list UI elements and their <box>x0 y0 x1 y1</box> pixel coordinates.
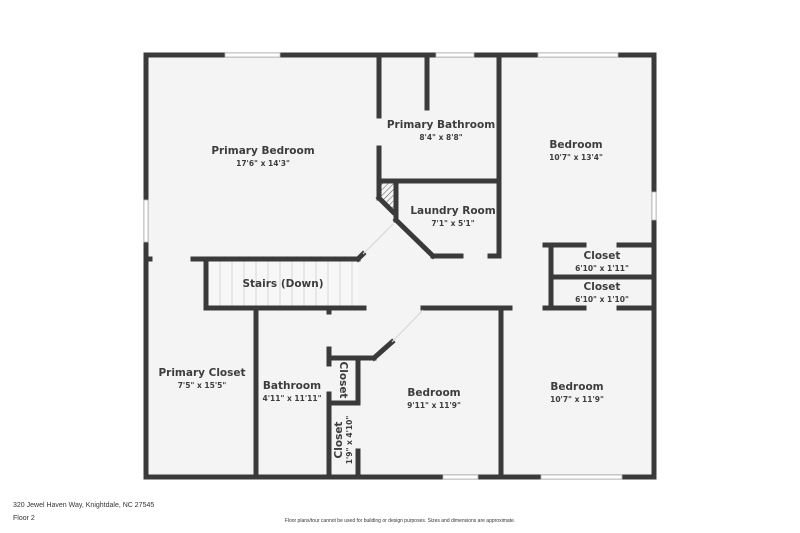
svg-text:Closet: Closet <box>584 281 621 293</box>
svg-text:8'4" x 8'8": 8'4" x 8'8" <box>419 133 462 142</box>
stairs <box>208 260 358 306</box>
hatched-area <box>380 182 396 212</box>
svg-text:10'7" x 11'9": 10'7" x 11'9" <box>550 395 604 404</box>
room-closet-bottom: Closet 6'10" x 1'10" <box>575 281 629 304</box>
disclaimer: Floor plans/tour cannot be used for buil… <box>284 518 516 524</box>
svg-text:Bedroom: Bedroom <box>550 381 603 393</box>
svg-text:Laundry Room: Laundry Room <box>410 205 495 217</box>
svg-text:Stairs (Down): Stairs (Down) <box>242 278 323 290</box>
svg-text:17'6" x 14'3": 17'6" x 14'3" <box>236 159 290 168</box>
room-laundry: Laundry Room 7'1" x 5'1" <box>410 205 495 228</box>
svg-text:7'1" x 5'1": 7'1" x 5'1" <box>431 219 474 228</box>
room-bedroom-se: Bedroom 10'7" x 11'9" <box>550 381 604 404</box>
room-closet-top: Closet 6'10" x 1'11" <box>575 250 629 273</box>
room-primary-bedroom: Primary Bedroom 17'6" x 14'3" <box>211 145 314 168</box>
room-bathroom: Bathroom 4'11" x 11'11" <box>263 380 322 403</box>
svg-text:9'11" x 11'9": 9'11" x 11'9" <box>407 401 461 410</box>
door-openings <box>362 223 424 343</box>
room-bedroom-mid: Bedroom 9'11" x 11'9" <box>407 387 461 410</box>
svg-text:Closet: Closet <box>333 422 345 459</box>
svg-text:6'10" x 1'10": 6'10" x 1'10" <box>575 295 629 304</box>
svg-text:Bathroom: Bathroom <box>263 380 321 392</box>
room-stairs: Stairs (Down) <box>242 278 323 290</box>
floor-label: Floor 2 <box>13 515 35 522</box>
svg-text:10'7" x 13'4": 10'7" x 13'4" <box>549 153 603 162</box>
svg-text:1'9" x 4'10": 1'9" x 4'10" <box>345 416 354 465</box>
svg-text:Primary Bedroom: Primary Bedroom <box>211 145 314 157</box>
svg-text:7'5" x 15'5": 7'5" x 15'5" <box>178 381 227 390</box>
svg-text:Closet: Closet <box>584 250 621 262</box>
svg-text:6'10" x 1'11": 6'10" x 1'11" <box>575 264 629 273</box>
svg-text:Bedroom: Bedroom <box>407 387 460 399</box>
property-address: 320 Jewel Haven Way, Knightdale, NC 2754… <box>13 502 155 509</box>
svg-text:Bedroom: Bedroom <box>549 139 602 151</box>
svg-text:Closet: Closet <box>337 362 349 399</box>
room-closet-small: Closet <box>337 362 349 399</box>
room-primary-bathroom: Primary Bathroom 8'4" x 8'8" <box>387 119 495 142</box>
svg-text:Primary Bathroom: Primary Bathroom <box>387 119 495 131</box>
svg-text:Primary Closet: Primary Closet <box>158 367 245 379</box>
windows <box>143 52 657 480</box>
room-bedroom-ne: Bedroom 10'7" x 13'4" <box>549 139 603 162</box>
room-primary-closet: Primary Closet 7'5" x 15'5" <box>158 367 245 390</box>
room-closet-narrow: Closet 1'9" x 4'10" <box>333 416 354 465</box>
svg-text:4'11" x 11'11": 4'11" x 11'11" <box>263 394 322 403</box>
